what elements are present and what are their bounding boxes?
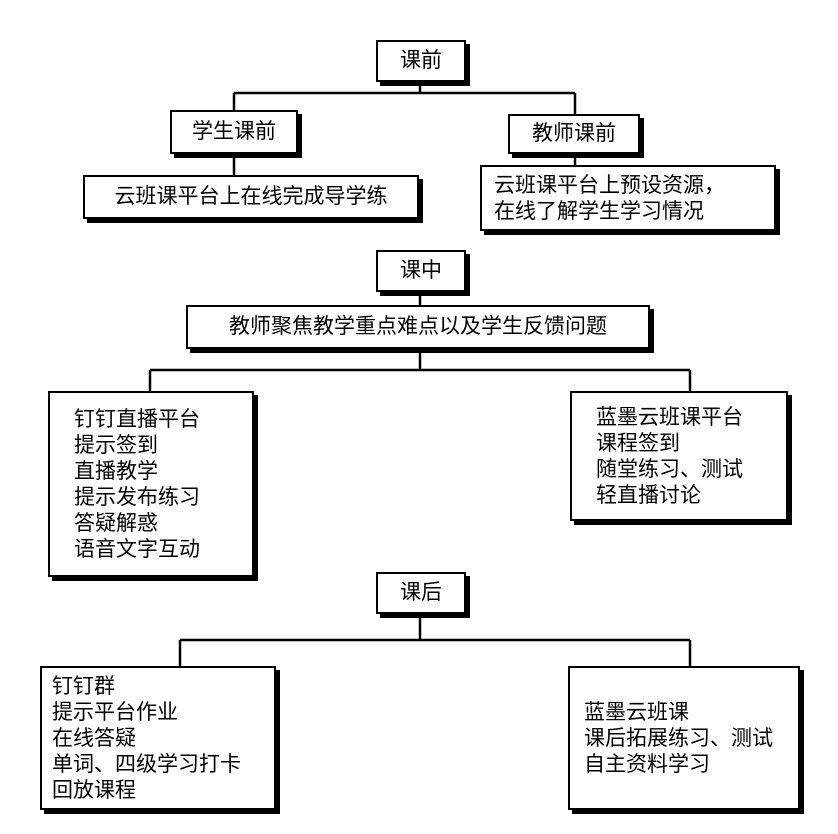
teacher-pre-class-box: 教师课前: [508, 114, 640, 154]
in-class-title: 课中: [400, 258, 442, 283]
teacher-pre-class-detail-box: 云班课平台上预设资源， 在线了解学生学习情况: [480, 165, 776, 231]
post-dingtalk-line-2: 提示平台作业: [52, 700, 178, 724]
pre-class-title-box: 课前: [376, 40, 466, 82]
student-pre-class-detail-box: 云班课平台上在线完成导学练: [83, 175, 419, 219]
post-mosoteach-line-3: 自主资料学习: [584, 752, 710, 776]
in-dingtalk-line-3: 直播教学: [74, 459, 158, 483]
student-pre-class-detail: 云班课平台上在线完成导学练: [114, 184, 388, 209]
post-dingtalk-line-5: 回放课程: [52, 778, 136, 802]
post-class-title-box: 课后: [376, 572, 466, 614]
post-mosoteach-line-1: 蓝墨云班课: [584, 700, 689, 724]
post-class-dingtalk-box: 钉钉群 提示平台作业 在线答疑 单词、四级学习打卡 回放课程: [40, 666, 276, 810]
in-mosoteach-line-3: 随堂练习、测试: [596, 457, 743, 481]
in-class-mosoteach-box: 蓝墨云班课平台 课程签到 随堂练习、测试 轻直播讨论: [570, 391, 788, 521]
student-pre-class-box: 学生课前: [170, 110, 298, 154]
post-class-title: 课后: [400, 580, 442, 605]
teacher-pre-detail-line-2: 在线了解学生学习情况: [494, 199, 704, 223]
post-class-mosoteach-box: 蓝墨云班课 课后拓展练习、测试 自主资料学习: [568, 666, 800, 810]
in-dingtalk-line-6: 语音文字互动: [74, 537, 200, 561]
pre-class-title: 课前: [400, 48, 442, 73]
post-dingtalk-line-4: 单词、四级学习打卡: [52, 752, 241, 776]
teacher-focus-box: 教师聚焦教学重点难点以及学生反馈问题: [186, 305, 650, 349]
teacher-pre-class-heading: 教师课前: [532, 121, 616, 146]
in-class-title-box: 课中: [376, 250, 466, 292]
post-dingtalk-line-3: 在线答疑: [52, 726, 136, 750]
in-dingtalk-line-4: 提示发布练习: [74, 485, 200, 509]
teacher-focus-text: 教师聚焦教学重点难点以及学生反馈问题: [229, 314, 607, 339]
in-mosoteach-line-4: 轻直播讨论: [596, 483, 701, 507]
in-class-dingtalk-box: 钉钉直播平台 提示签到 直播教学 提示发布练习 答疑解惑 语音文字互动: [48, 391, 254, 577]
teacher-pre-detail-line-1: 云班课平台上预设资源，: [494, 173, 725, 197]
in-dingtalk-line-5: 答疑解惑: [74, 511, 158, 535]
post-dingtalk-line-1: 钉钉群: [52, 674, 115, 698]
in-mosoteach-line-1: 蓝墨云班课平台: [596, 405, 743, 429]
student-pre-class-heading: 学生课前: [192, 119, 276, 144]
in-dingtalk-line-2: 提示签到: [74, 433, 158, 457]
in-mosoteach-line-2: 课程签到: [596, 431, 680, 455]
post-mosoteach-line-2: 课后拓展练习、测试: [584, 726, 773, 750]
in-dingtalk-line-1: 钉钉直播平台: [74, 407, 200, 431]
